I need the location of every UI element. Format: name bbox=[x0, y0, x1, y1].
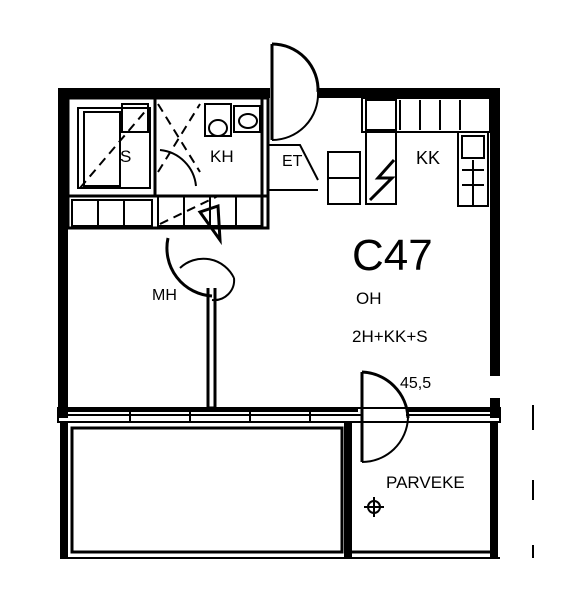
room-label-balcony: PARVEKE bbox=[386, 473, 465, 492]
room-label-bathroom: KH bbox=[210, 147, 234, 166]
balcony-boundary-wall bbox=[57, 407, 501, 423]
storage-cabinets bbox=[71, 195, 263, 246]
kitchen bbox=[327, 97, 491, 207]
unit-code: C47 bbox=[352, 231, 433, 280]
entry-closet bbox=[268, 144, 319, 191]
unit-area: 45,5 bbox=[400, 375, 431, 392]
room-label-sauna: S bbox=[120, 147, 131, 166]
bedroom-door bbox=[165, 237, 236, 302]
bathroom bbox=[157, 103, 261, 187]
layout-type: 2H+KK+S bbox=[352, 327, 428, 346]
entrance-door bbox=[270, 42, 320, 142]
balcony bbox=[60, 422, 500, 559]
room-label-bedroom: MH bbox=[152, 287, 177, 304]
sauna bbox=[77, 103, 151, 189]
exterior-walls bbox=[58, 88, 500, 418]
orientation-symbol-icon bbox=[364, 497, 384, 517]
floor-code: OH bbox=[356, 289, 382, 308]
room-label-kitchen: KK bbox=[416, 148, 440, 168]
balcony-door bbox=[360, 370, 410, 464]
room-label-entry: ET bbox=[282, 153, 303, 170]
